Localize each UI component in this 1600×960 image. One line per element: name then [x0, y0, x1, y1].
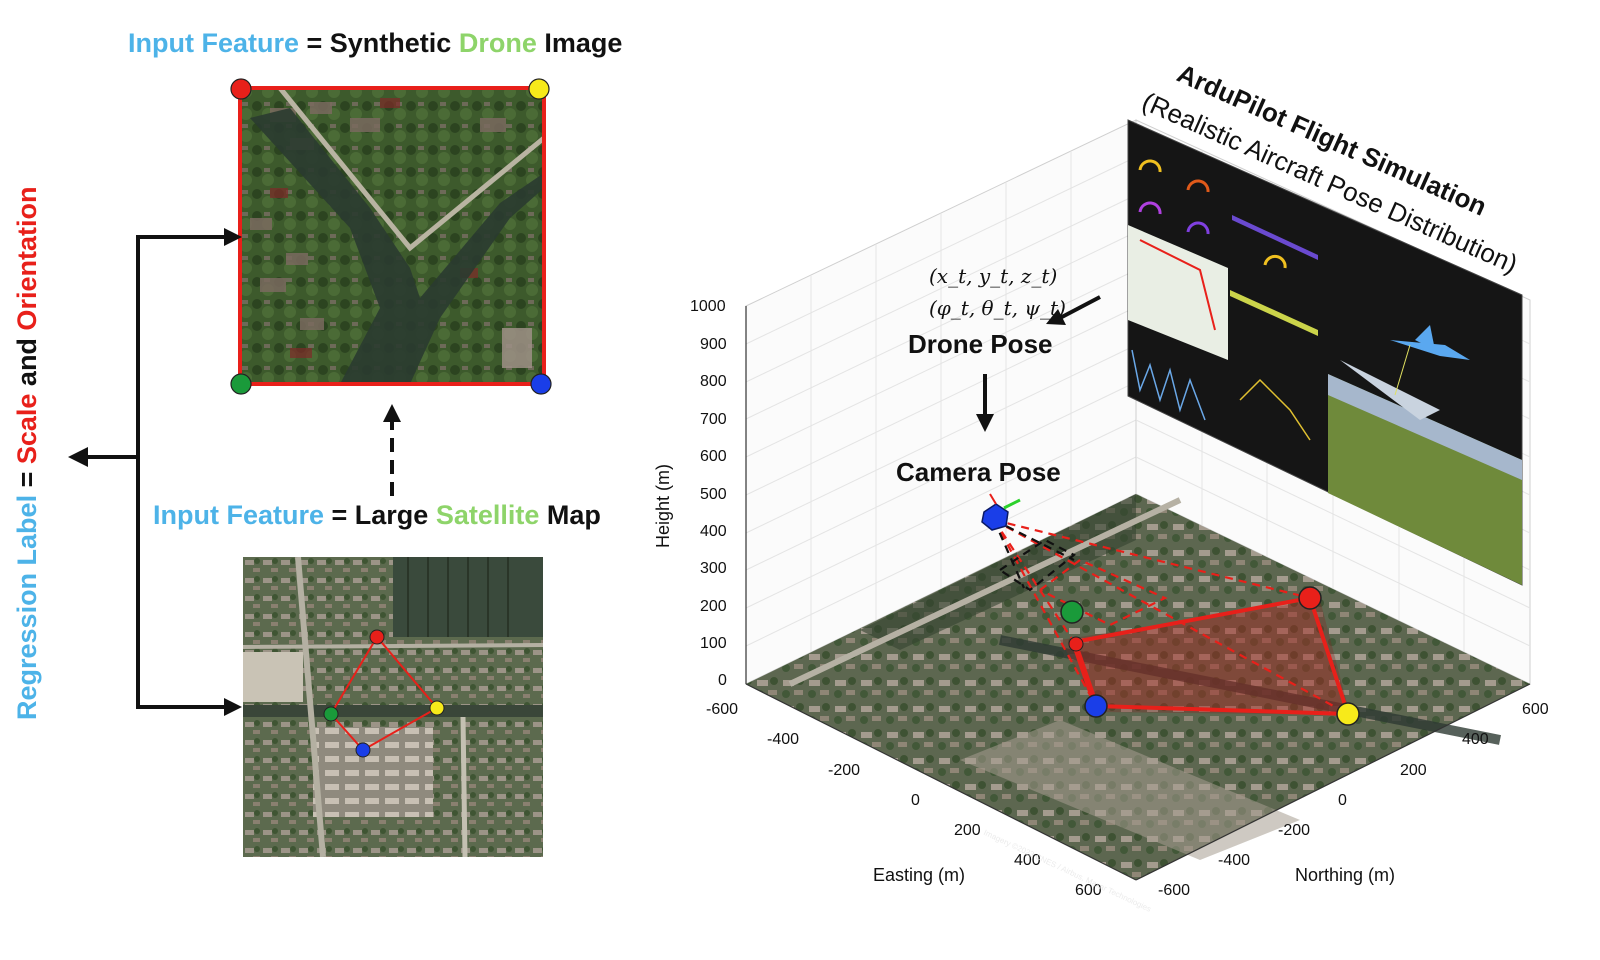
z-tick: 400	[700, 523, 727, 540]
x-tick: 600	[1075, 882, 1102, 899]
corner-dot-top-right	[528, 78, 550, 100]
camera-pose-label: Camera Pose	[896, 457, 1061, 487]
satellite-map-title: Input Feature = Large Satellite Map	[153, 500, 601, 531]
z-tick: 0	[718, 672, 727, 689]
footprint-corner-red-2	[1068, 636, 1084, 652]
z-tick: 100	[700, 635, 727, 652]
y-tick: 600	[1522, 701, 1549, 718]
dashed-up-arrow	[383, 404, 401, 496]
pose-arrow-down	[976, 374, 994, 432]
z-tick: 200	[700, 598, 727, 615]
sat-title-part3: Satellite	[435, 500, 540, 530]
footprint-corner-green	[1060, 600, 1084, 624]
x-tick: -600	[706, 701, 739, 718]
z-tick: 500	[700, 486, 727, 503]
y-tick: 200	[1400, 762, 1427, 779]
bracket-arrows	[68, 228, 242, 716]
back-wall-left	[745, 119, 1137, 685]
y-tick: 0	[1338, 792, 1347, 809]
y-tick: -600	[1158, 882, 1191, 899]
sat-corner-green	[323, 706, 339, 722]
satellite-map	[243, 557, 543, 857]
footprint-quad	[1060, 586, 1360, 726]
z-axis-label: Height (m)	[653, 463, 673, 548]
x-tick: 0	[911, 792, 920, 809]
drone-title-part3: Drone	[458, 28, 537, 58]
corner-dot-bottom-right	[530, 373, 552, 395]
corner-dot-top-left	[230, 78, 252, 100]
footprint-corner-red-1	[1298, 586, 1322, 610]
ground-satellite-plane	[746, 494, 1530, 880]
z-tick: 1000	[690, 298, 726, 315]
footprint-corner-yellow	[1336, 702, 1360, 726]
drone-pose-label: Drone Pose	[908, 329, 1053, 359]
sat-title-part2: = Large	[324, 500, 436, 530]
drone-title-part4: Image	[536, 28, 623, 58]
y-tick: -200	[1278, 822, 1311, 839]
x-tick: -200	[828, 762, 861, 779]
camera-icon	[981, 493, 1021, 531]
corner-dot-bottom-left	[230, 373, 252, 395]
orientation-symbol: (φ_t, θ_t, ψ_t)	[929, 296, 1066, 320]
x-tick: 200	[954, 822, 981, 839]
drone-image-title: Input Feature = Synthetic Drone Image	[128, 28, 622, 59]
y-axis-label: Northing (m)	[1295, 865, 1396, 885]
drone-title-part1: Input Feature	[128, 28, 300, 58]
sat-corner-blue	[355, 742, 371, 758]
y-tick: -400	[1218, 852, 1251, 869]
synthetic-drone-image	[230, 78, 552, 395]
z-tick: 700	[700, 411, 727, 428]
ardupilot-screenshot	[1127, 119, 1523, 586]
position-symbol: (x_t, y_t, z_t)	[929, 264, 1058, 288]
z-tick: 600	[700, 448, 727, 465]
drone-title-part2: = Synthetic	[299, 28, 459, 58]
sat-corner-red	[369, 629, 385, 645]
x-tick: -400	[767, 731, 800, 748]
sat-title-part4: Map	[539, 500, 601, 530]
y-tick: 400	[1462, 731, 1489, 748]
sat-title-part1: Input Feature	[153, 500, 325, 530]
z-tick: 300	[700, 560, 727, 577]
x-tick: 400	[1014, 852, 1041, 869]
z-tick: 900	[700, 336, 727, 353]
camera-frustum	[992, 518, 1349, 715]
x-axis-label: Easting (m)	[873, 865, 966, 885]
pose-arrow-diagonal	[1046, 295, 1101, 325]
footprint-corner-blue	[1084, 694, 1108, 718]
z-tick: 800	[700, 373, 727, 390]
sat-corner-yellow	[429, 700, 445, 716]
